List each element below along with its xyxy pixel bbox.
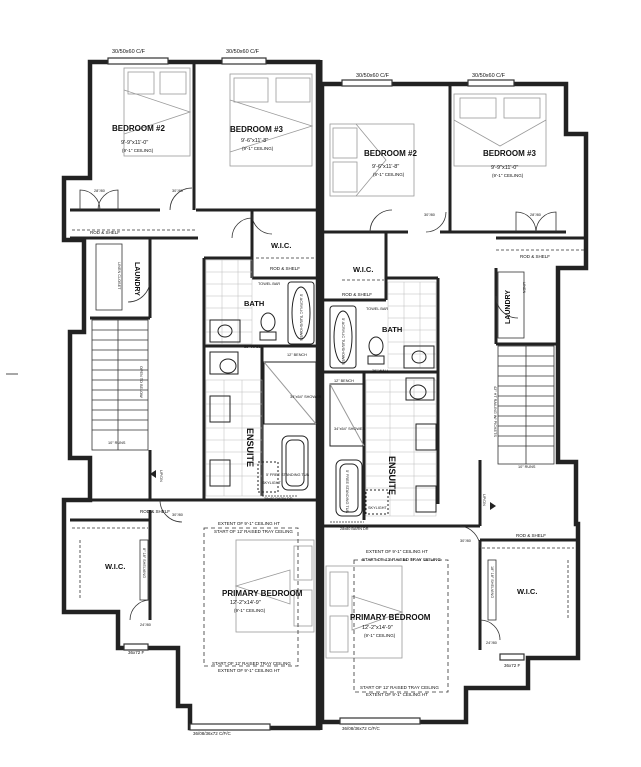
bedroom2-left-name: BEDROOM #2	[112, 124, 165, 133]
bath-right-towel: TOWEL BAR	[366, 307, 389, 311]
primary-left-window: 36/08/36x72 C/F/C	[193, 731, 231, 736]
rod-shelf-wic-right: ROD & SHELF	[342, 292, 373, 297]
windows	[107, 57, 525, 731]
bedroom3-right-window: 30/50x60 C/F	[472, 73, 506, 79]
barn-door-left: 28x80 BARN DR	[264, 497, 293, 501]
bath-left-name: BATH	[244, 299, 265, 308]
door-size-6: 30"/80	[460, 539, 471, 543]
primary-left-tray1: EXTENT OF 9'-1" CEILING HT	[218, 521, 280, 526]
ensuite-left-name: ENSUITE	[245, 428, 255, 468]
bedroom2-right-ceiling: (9'-1" CEILING)	[373, 172, 405, 177]
ensuite-left-shower: 34"x54" SHOWER	[290, 395, 322, 399]
wic-lower-left: W.I.C.	[105, 562, 126, 571]
bedroom2-right-dims: 9'-6"x11'-8"	[372, 164, 400, 170]
bath-right-tub: 5' ACRYLIC TUB/SHOWER	[340, 318, 345, 365]
linen-left: LINEN CLOSET	[116, 262, 121, 290]
primary-right-tray2: START OF 12' RAISED TRAY CEILING	[362, 557, 441, 562]
rod-shelf-wic-left: ROD & SHELF	[270, 266, 301, 271]
primary-left-tray4: EXTENT OF 9'-1" CEILING HT	[218, 668, 280, 673]
stair-arrows	[150, 470, 496, 510]
stairs-right-up: UP/DN	[481, 494, 486, 506]
left-unit-exterior-walls	[61, 59, 321, 731]
door-size-8: 24"/80	[486, 641, 497, 645]
primary-right-tray1: EXTENT OF 9'-1" CEILING HT	[366, 549, 428, 554]
bath-right-name: BATH	[382, 325, 403, 334]
rod-shelf-bed3-right: ROD & SHELF	[520, 254, 551, 259]
bedroom3-right-name: BEDROOM #3	[483, 149, 536, 158]
door-size-5: 30"/80	[172, 513, 183, 517]
bedroom3-left-ceiling: (9'-1" CEILING)	[242, 146, 274, 151]
primary-right-ceiling: (9'-1" CEILING)	[364, 633, 396, 638]
closet-shelving	[72, 229, 584, 621]
rod-shelf-primary-right: ROD & SHELF	[516, 533, 547, 538]
stairs-left-runs: 10" RUNS	[108, 441, 126, 445]
bedroom3-left-window: 30/50x60 C/F	[226, 49, 260, 55]
primary-left-tray2: START OF 12' RAISED TRAY CEILING	[214, 529, 293, 534]
primary-left-ceiling: (9'-1" CEILING)	[234, 608, 266, 613]
wic-lower-left-shelving: 8" 18" SHELVING	[141, 548, 146, 579]
bath-left-tub: 5' ACRYLIC TUB/SHOWER	[298, 294, 303, 341]
furniture-beds	[123, 67, 547, 659]
laundry-right: LAUNDRY	[505, 290, 512, 324]
primary-left-tray3: START OF 12' RAISED TRAY CEILING	[212, 661, 291, 666]
bedroom2-right-name: BEDROOM #2	[364, 149, 417, 158]
wic-lower-left-window: 36x72 F	[128, 650, 145, 655]
fixtures	[209, 281, 437, 517]
rod-shelf-primary-left: ROD & SHELF	[140, 509, 171, 514]
stairs-right-runs: 10" RUNS	[518, 465, 536, 469]
wic-upper-left: W.I.C.	[271, 241, 292, 250]
wic-lower-right: W.I.C.	[517, 587, 538, 596]
stairs-left-open: OPEN TO BELOW	[138, 366, 143, 398]
door-size-2: 30"/80	[172, 189, 183, 193]
stairs-left	[91, 319, 149, 451]
bath-left-towel: TOWEL BAR	[258, 282, 281, 286]
tile-pattern	[205, 259, 437, 517]
right-interior-walls	[322, 86, 586, 650]
primary-right-name: PRIMARY BEDROOM	[350, 613, 431, 622]
primary-right-tray4: EXTENT OF 9'-1" CEILING HT	[366, 692, 428, 697]
door-size-7: 24"/80	[140, 623, 151, 627]
primary-left-dims: 12'-2"x14'-9"	[230, 600, 261, 606]
door-size-4: 28"/80	[530, 213, 541, 217]
bedroom3-right-ceiling: (9'-1" CEILING)	[492, 173, 524, 178]
bedroom2-left-window: 30/50x60 C/F	[112, 49, 146, 55]
wic-upper-right: W.I.C.	[353, 265, 374, 274]
ensuite-right-name: ENSUITE	[387, 456, 397, 496]
stairs-left-up: UP/DN	[158, 470, 163, 482]
door-size-1: 28"/80	[94, 189, 105, 193]
primary-left-name: PRIMARY BEDROOM	[222, 589, 303, 598]
ensuite-right-skylight: SKYLIGHT	[368, 506, 387, 510]
ensuite-right-bench: 12" BENCH	[334, 379, 354, 383]
bedroom2-left-ceiling: (9'-1" CEILING)	[122, 148, 154, 153]
bedroom2-left-dims: 9'-9"x11'-0"	[121, 140, 149, 146]
bedroom3-left-name: BEDROOM #3	[230, 125, 283, 134]
stairs-right-railing: 42" HT RAILING W/ PICKETS	[492, 386, 497, 437]
primary-right-tray3: START OF 12' RAISED TRAY CEILING	[360, 685, 439, 690]
bath-left-wall: 36" WALL	[244, 345, 261, 349]
bedroom3-left-dims: 9'-6"x11'-8"	[241, 138, 269, 144]
bath-right-wall: 36" WALL	[372, 369, 389, 373]
ensuite-left-skylight: SKYLIGHT	[262, 481, 281, 485]
tray-ceiling-lines	[203, 527, 449, 693]
stairs-right	[497, 345, 555, 465]
linen-right: LINEN	[521, 282, 526, 294]
bedroom2-right-window: 30/50x60 C/F	[356, 73, 390, 79]
primary-right-dims: 12'-2"x14'-9"	[362, 625, 393, 631]
bedroom3-right-dims: 9'-9"x11'-0"	[491, 165, 519, 171]
barn-door-right: 28x80 BARN DR	[340, 527, 369, 531]
rod-shelf-bed2-left: ROD & SHELF	[90, 230, 121, 235]
ensuite-right-shower: 34"x54" SHOWER	[334, 427, 366, 431]
primary-right-window: 36/08/36x72 C/F/C	[342, 726, 380, 731]
ensuite-left-bench: 12" BENCH	[287, 353, 307, 357]
wic-lower-right-window: 36x72 F	[504, 663, 521, 668]
ensuite-left-tub: 5' FREE STANDING TUB	[266, 473, 309, 477]
door-size-3: 30"/80	[424, 213, 435, 217]
laundry-left: LAUNDRY	[133, 262, 140, 296]
ensuite-right-tub: 5' FREE STANDING TUB	[344, 470, 349, 513]
door-swings	[79, 187, 557, 641]
wic-lower-right-shelving: 18" 18" SHELVING	[489, 566, 494, 599]
right-unit-exterior-walls	[319, 81, 589, 725]
left-interior-walls	[70, 64, 318, 620]
